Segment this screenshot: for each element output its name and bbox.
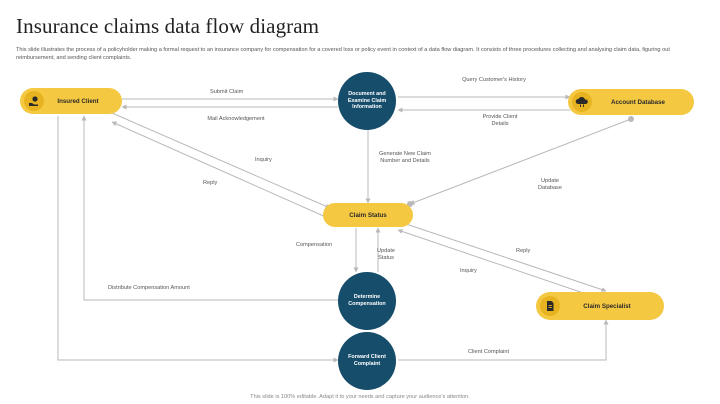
arrow-reply-right: [405, 223, 607, 292]
claim-specialist-label: Claim Specialist: [583, 302, 631, 310]
arrow-to-forward: [57, 116, 339, 363]
determine-compensation-label: Determine Compensation: [348, 294, 386, 307]
document-icon: [540, 296, 560, 316]
document-examine-label: Document and Examine Claim Information: [347, 91, 387, 111]
arrow-inquiry-right: [397, 229, 599, 299]
arrow-client-complaint: [398, 319, 609, 361]
label-reply-left: Reply: [203, 180, 218, 186]
entity-claim-status: Claim Status: [323, 203, 413, 227]
insured-client-label: Insured Client: [57, 97, 99, 105]
process-document-examine: Document and Examine Claim Information: [338, 72, 396, 130]
label-query-history: Query Customer's History: [462, 77, 526, 83]
arrow-reply-left: [111, 121, 329, 219]
arrow-distribute: [81, 115, 338, 301]
label-update-database: Update Database: [538, 178, 562, 191]
footer-note: This slide is 100% editable. Adapt it to…: [250, 394, 470, 400]
label-inquiry-left: Inquiry: [255, 157, 272, 163]
page-description: This slide illustrates the process of a …: [16, 47, 670, 61]
entity-insured-client: Insured Client: [20, 88, 122, 114]
label-client-complaint: Client Complaint: [468, 349, 510, 355]
forward-complaint-label: Forward Client Complaint: [348, 354, 386, 367]
label-reply-right: Reply: [516, 248, 531, 254]
label-inquiry-right: Inquiry: [460, 268, 477, 274]
claim-status-label: Claim Status: [349, 211, 387, 219]
arrow-update-database: [409, 118, 632, 205]
hand-money-icon: [24, 91, 44, 111]
label-distribute: Distribute Compensation Amount: [108, 285, 190, 291]
account-database-label: Account Database: [611, 98, 665, 106]
page-title: Insurance claims data flow diagram: [16, 14, 320, 38]
label-generate-claim: Generate New Claim Number and Details: [379, 151, 431, 164]
label-update-status: Update Status: [376, 248, 396, 261]
label-compensation: Compensation: [296, 242, 333, 248]
connector-dot-db: [628, 116, 634, 122]
process-forward-complaint: Forward Client Complaint: [338, 332, 396, 390]
label-submit-claim: Submit Claim: [210, 89, 244, 95]
cloud-database-icon: [572, 92, 592, 112]
process-determine-compensation: Determine Compensation: [338, 272, 396, 330]
label-provide-details: Provide Client Details: [482, 114, 518, 127]
entity-claim-specialist: Claim Specialist: [536, 292, 664, 320]
label-mail-ack: Mail Acknowledgement: [207, 116, 265, 122]
arrow-inquiry-left: [111, 112, 331, 209]
entity-account-database: Account Database: [568, 89, 694, 115]
